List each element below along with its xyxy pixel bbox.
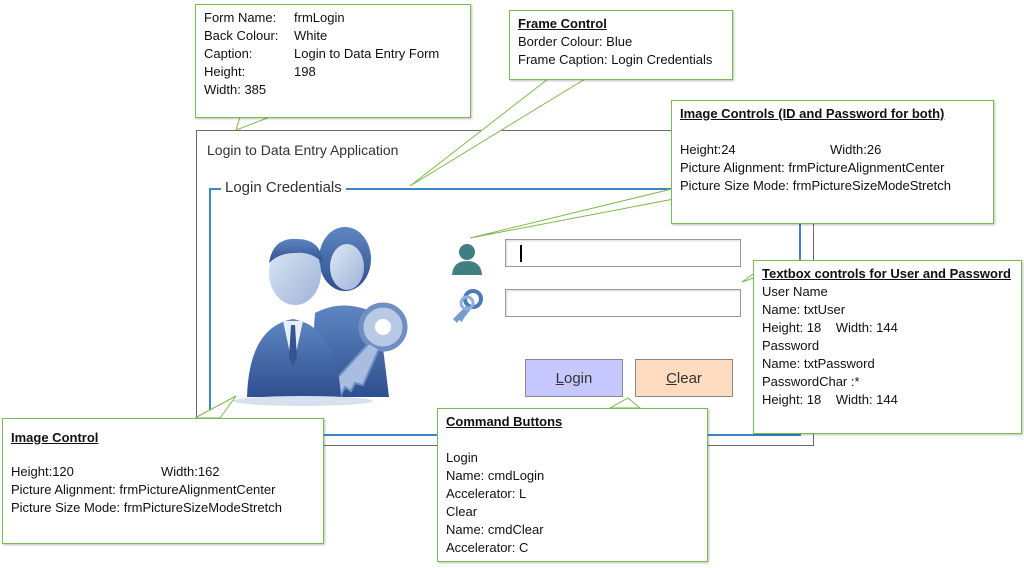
image-big-width: Width:162 <box>161 464 220 479</box>
buttons-line-1: Login <box>446 450 478 465</box>
buttons-line-5: Name: cmdClear <box>446 522 544 537</box>
buttons-line-6: Accelerator: C <box>446 540 529 555</box>
caption-key: Caption: <box>204 46 253 61</box>
image-controls-callout: Image Controls (ID and Password for both… <box>671 100 994 224</box>
business-people-icon <box>233 227 408 406</box>
command-buttons-callout: Command Buttons Login Name: cmdLogin Acc… <box>437 408 708 562</box>
password-textbox[interactable] <box>505 289 741 317</box>
textbox-line-7: Height: 18 Width: 144 <box>762 392 898 407</box>
image-small-size: Picture Size Mode: frmPictureSizeModeStr… <box>680 178 951 193</box>
frame-border-colour: Border Colour: Blue <box>518 34 633 49</box>
image-control-title: Image Control <box>11 430 99 445</box>
image-big-height: Height:120 <box>11 464 74 479</box>
clear-label-rest: lear <box>676 369 702 387</box>
form-properties-callout: Form Name: frmLogin Back Colour: White Cap… <box>195 4 471 118</box>
back-colour-value: White <box>294 28 328 43</box>
username-textbox[interactable] <box>505 239 741 267</box>
form-caption: Login to Data Entry Application <box>207 142 399 158</box>
buttons-line-4: Clear <box>446 504 478 519</box>
caption-value: Login to Data Entry Form <box>294 46 440 61</box>
user-icon <box>452 244 482 275</box>
textbox-line-6: PasswordChar :* <box>762 374 860 389</box>
login-accelerator: L <box>555 369 564 387</box>
textbox-line-1: User Name <box>762 284 828 299</box>
image-big-size: Picture Size Mode: frmPictureSizeModeStr… <box>11 500 282 515</box>
image-small-width: Width:26 <box>830 142 882 157</box>
buttons-line-3: Accelerator: L <box>446 486 527 501</box>
frame-caption-line: Frame Caption: Login Credentials <box>518 52 713 67</box>
buttons-line-2: Name: cmdLogin <box>446 468 545 483</box>
text-caret <box>520 245 522 262</box>
form-name-value: frmLogin <box>294 10 345 25</box>
height-key: Height: <box>204 64 246 79</box>
textbox-controls-callout: Textbox controls for User and Password U… <box>753 260 1022 434</box>
image-control-callout: Image Control Height:120 Width:162 Pictur… <box>2 418 324 544</box>
login-label-rest: ogin <box>563 369 593 387</box>
textbox-line-2: Name: txtUser <box>762 302 846 317</box>
frame-callout-title: Frame Control <box>518 16 607 31</box>
height-value: 198 <box>294 64 316 79</box>
key-icon <box>453 289 483 323</box>
frame-caption: Login Credentials <box>221 179 346 196</box>
image-small-align: Picture Alignment: frmPictureAlignmentCe… <box>680 160 945 175</box>
back-colour-key: Back Colour: <box>204 28 279 43</box>
image-controls-title: Image Controls (ID and Password for both… <box>680 106 945 121</box>
frame-control-callout: Frame Control Border Colour: Blue Frame … <box>509 10 733 80</box>
command-buttons-title: Command Buttons <box>446 414 563 429</box>
clear-accelerator: C <box>666 369 677 387</box>
textbox-line-5: Name: txtPassword <box>762 356 875 371</box>
textbox-callout-title: Textbox controls for User and Password <box>762 266 1011 281</box>
width-line: Width: 385 <box>204 82 267 97</box>
textbox-line-3: Height: 18 Width: 144 <box>762 320 898 335</box>
image-small-height: Height:24 <box>680 142 736 157</box>
textbox-line-4: Password <box>762 338 820 353</box>
image-big-align: Picture Alignment: frmPictureAlignmentCe… <box>11 482 276 497</box>
form-name-key: Form Name: <box>204 10 277 25</box>
